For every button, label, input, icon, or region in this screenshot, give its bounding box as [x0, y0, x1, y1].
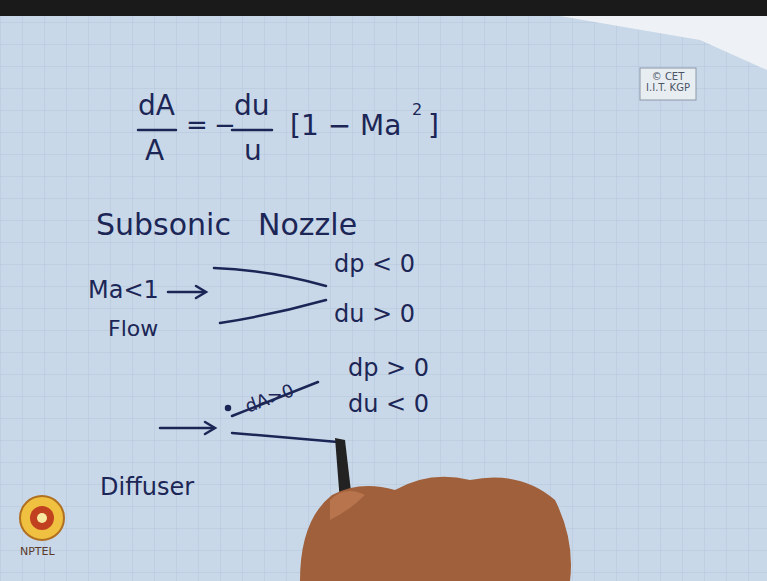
- equals-sign: =: [186, 112, 208, 138]
- top-edge: [0, 0, 767, 16]
- equation-term: [1 − Ma: [290, 112, 401, 140]
- nptel-logo: [20, 496, 64, 540]
- pressure-change: dp < 0: [334, 252, 415, 276]
- area-change: dA>0: [243, 381, 296, 415]
- watermark-text: © CET I.I.T. KGP: [643, 71, 693, 93]
- exponent-text: 2: [412, 102, 422, 118]
- denominator-text: u: [244, 137, 262, 165]
- minus-sign: −: [214, 112, 236, 138]
- mach-condition: Ma<1: [88, 278, 159, 302]
- diffuser-label: Diffuser: [100, 475, 194, 499]
- ink-strokes: [138, 130, 338, 442]
- pressure-change: dp > 0: [348, 356, 429, 380]
- equation-term: ]: [428, 112, 439, 140]
- page-corner: [560, 16, 767, 70]
- logo-text: NPTEL: [20, 546, 55, 557]
- numerator-text: du: [234, 92, 270, 120]
- heading-text: Nozzle: [258, 210, 357, 240]
- heading-text: Subsonic: [96, 210, 231, 240]
- hand-illustration: [300, 438, 571, 581]
- logo-box: [640, 68, 696, 100]
- velocity-change: du > 0: [334, 302, 415, 326]
- velocity-change: du < 0: [348, 392, 429, 416]
- denominator-text: A: [145, 137, 164, 165]
- flow-label: Flow: [108, 318, 158, 340]
- numerator-text: dA: [138, 92, 175, 120]
